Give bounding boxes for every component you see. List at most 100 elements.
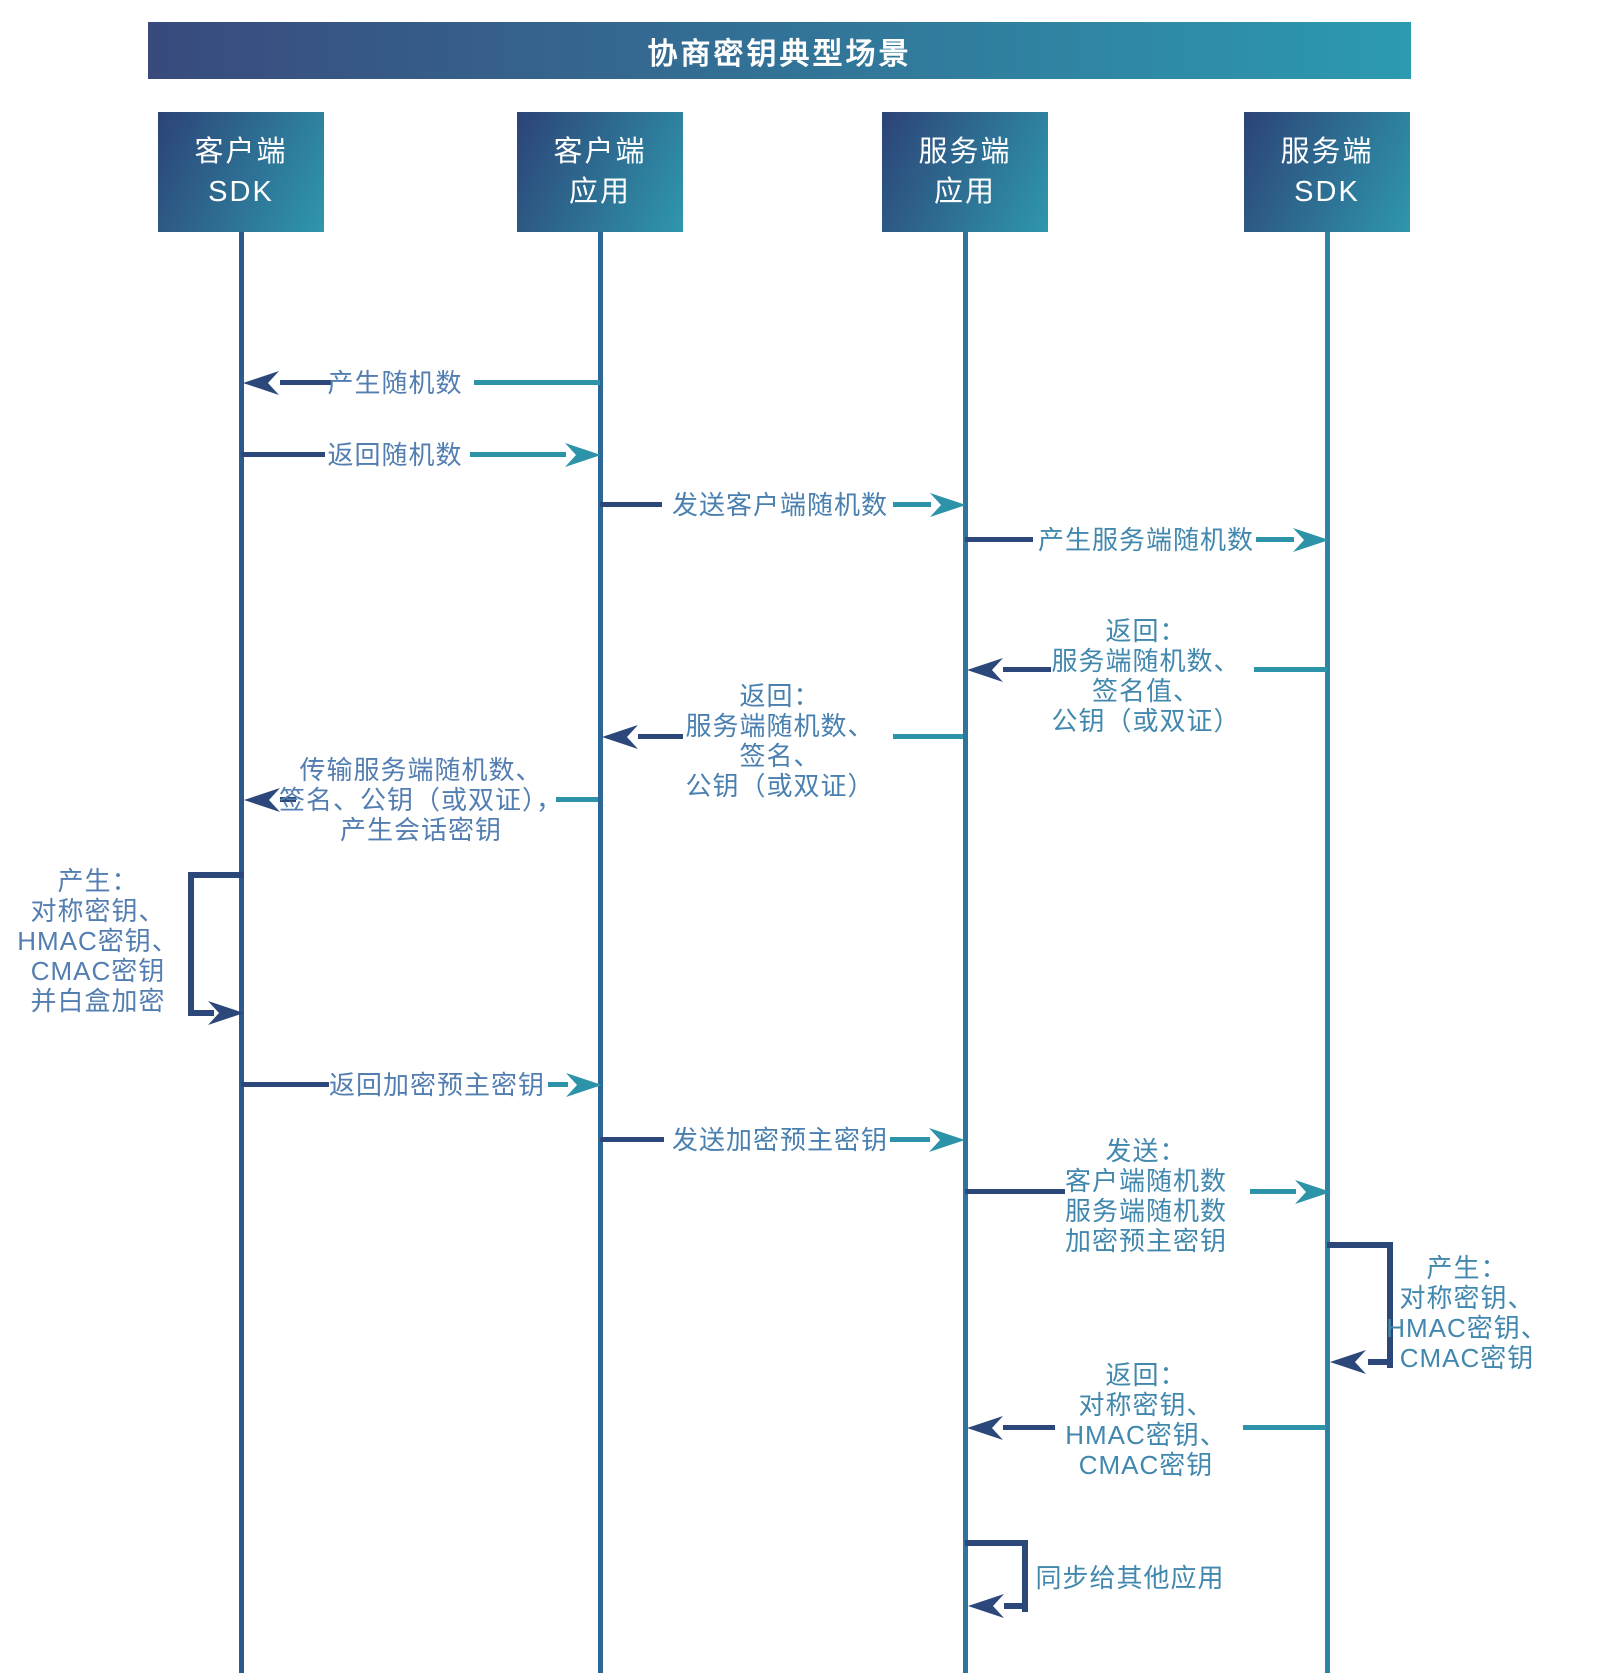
arrow-segment <box>280 797 296 802</box>
label-line: 返回： <box>1105 1360 1187 1390</box>
label-line: CMAC密钥 <box>30 956 166 986</box>
label-line: 服务端随机数、 <box>685 711 875 741</box>
label-line: 返回： <box>739 681 821 711</box>
arrow-segment <box>548 1082 568 1087</box>
arrow-segment <box>893 502 931 507</box>
arrowhead-left-icon <box>1330 1350 1366 1374</box>
arrow-segment <box>280 380 332 385</box>
message-label: 返回随机数 <box>327 440 462 470</box>
label-line: 公钥（或双证） <box>1051 706 1241 736</box>
actor-label: SDK <box>1294 176 1360 208</box>
message-label: 产生服务端随机数 <box>1038 525 1254 555</box>
arrow-segment <box>556 797 598 802</box>
label-line: 客户端随机数 <box>1064 1166 1228 1196</box>
arrow-segment <box>600 502 662 507</box>
arrowhead-right-icon <box>566 1073 602 1097</box>
loop-segment <box>188 1010 214 1016</box>
arrow-segment <box>890 1137 930 1142</box>
message-label: 传输服务端随机数、 签名、公钥（或双证）， 产生会话密钥 <box>279 755 563 845</box>
arrow-segment <box>241 1082 329 1087</box>
label-line: 发送加密预主密钥 <box>671 1125 889 1155</box>
loop-segment <box>1327 1242 1393 1248</box>
arrow-segment <box>965 1189 1065 1194</box>
arrowhead-right-icon <box>1295 1180 1331 1204</box>
arrow-segment <box>1003 1425 1055 1430</box>
actor-label: 客户端 <box>553 136 647 168</box>
label-line: CMAC密钥 <box>1078 1450 1214 1480</box>
message-label: 返回加密预主密钥 <box>329 1070 545 1100</box>
actor-box-client-app: 客户端 应用 <box>517 112 683 232</box>
label-line: 对称密钥、 <box>1399 1283 1535 1313</box>
arrow-segment <box>1250 1189 1296 1194</box>
loop-segment <box>1368 1359 1393 1365</box>
label-line: 产生： <box>1426 1253 1508 1283</box>
actor-label: 应用 <box>933 176 996 208</box>
arrow-segment <box>1243 1425 1326 1430</box>
arrowhead-left-icon <box>243 371 279 395</box>
label-line: 产生会话密钥 <box>339 815 503 845</box>
label-line: HMAC密钥、 <box>17 926 179 956</box>
message-label: 返回： 对称密钥、 HMAC密钥、 CMAC密钥 <box>1065 1360 1227 1480</box>
label-line: 产生： <box>57 866 139 896</box>
arrow-segment <box>893 734 963 739</box>
label-line: 返回随机数 <box>327 440 463 470</box>
arrowhead-left-icon <box>967 658 1003 682</box>
label-line: 服务端随机数、 <box>1051 646 1241 676</box>
arrow-segment <box>600 1137 664 1142</box>
arrow-segment <box>1254 667 1327 672</box>
message-label: 产生： 对称密钥、 HMAC密钥、 CMAC密钥 <box>1386 1253 1548 1373</box>
message-label: 返回： 服务端随机数、 签名值、 公钥（或双证） <box>1051 616 1240 736</box>
label-line: 签名、 <box>739 741 821 771</box>
message-label: 产生随机数 <box>327 368 462 398</box>
label-line: 对称密钥、 <box>30 896 166 926</box>
label-line: 对称密钥、 <box>1078 1390 1214 1420</box>
label-line: 公钥（或双证） <box>685 771 875 801</box>
label-line: 产生随机数 <box>327 368 463 398</box>
message-label: 同步给其他应用 <box>1035 1563 1224 1593</box>
arrowhead-left-icon <box>244 788 280 812</box>
arrow-segment <box>241 452 325 457</box>
label-line: 发送： <box>1105 1136 1187 1166</box>
loop-segment <box>965 1540 1028 1546</box>
loop-segment <box>188 872 244 878</box>
label-line: 签名值、 <box>1091 676 1201 706</box>
message-label: 发送客户端随机数 <box>672 490 888 520</box>
actor-label: 服务端 <box>1280 136 1374 168</box>
message-label: 发送： 客户端随机数 服务端随机数 加密预主密钥 <box>1065 1136 1227 1256</box>
lifeline-client-app <box>598 232 603 1673</box>
loop-segment <box>1387 1242 1393 1368</box>
actor-label: SDK <box>208 176 274 208</box>
loop-segment <box>188 872 194 1016</box>
label-line: CMAC密钥 <box>1399 1343 1535 1373</box>
label-line: 并白盒加密 <box>30 986 166 1016</box>
arrowhead-right-icon <box>208 1001 244 1025</box>
message-label: 产生： 对称密钥、 HMAC密钥、 CMAC密钥 并白盒加密 <box>17 866 179 1016</box>
arrow-segment <box>965 537 1033 542</box>
arrowhead-left-icon <box>602 725 638 749</box>
arrow-segment <box>470 452 566 457</box>
label-line: 发送客户端随机数 <box>671 490 889 520</box>
actor-box-client-sdk: 客户端 SDK <box>158 112 324 232</box>
label-line: 返回： <box>1105 616 1187 646</box>
arrowhead-right-icon <box>1293 528 1329 552</box>
lifeline-server-app <box>963 232 968 1673</box>
label-line: HMAC密钥、 <box>1386 1313 1548 1343</box>
label-line: 加密预主密钥 <box>1064 1226 1228 1256</box>
actor-box-server-sdk: 服务端 SDK <box>1244 112 1410 232</box>
label-line: 服务端随机数 <box>1064 1196 1228 1226</box>
loop-segment <box>1022 1540 1028 1612</box>
message-label: 发送加密预主密钥 <box>672 1125 888 1155</box>
arrowhead-right-icon <box>930 493 966 517</box>
loop-segment <box>1004 1603 1028 1609</box>
lifeline-client-sdk <box>239 232 244 1673</box>
lifeline-server-sdk <box>1325 232 1330 1673</box>
actor-label: 应用 <box>568 176 631 208</box>
label-line: 传输服务端随机数、 <box>299 755 543 785</box>
arrowhead-right-icon <box>565 443 601 467</box>
arrowhead-left-icon <box>967 1416 1003 1440</box>
arrow-segment <box>638 734 683 739</box>
arrow-segment <box>1256 537 1294 542</box>
arrow-segment <box>474 380 600 385</box>
actor-box-server-app: 服务端 应用 <box>882 112 1048 232</box>
